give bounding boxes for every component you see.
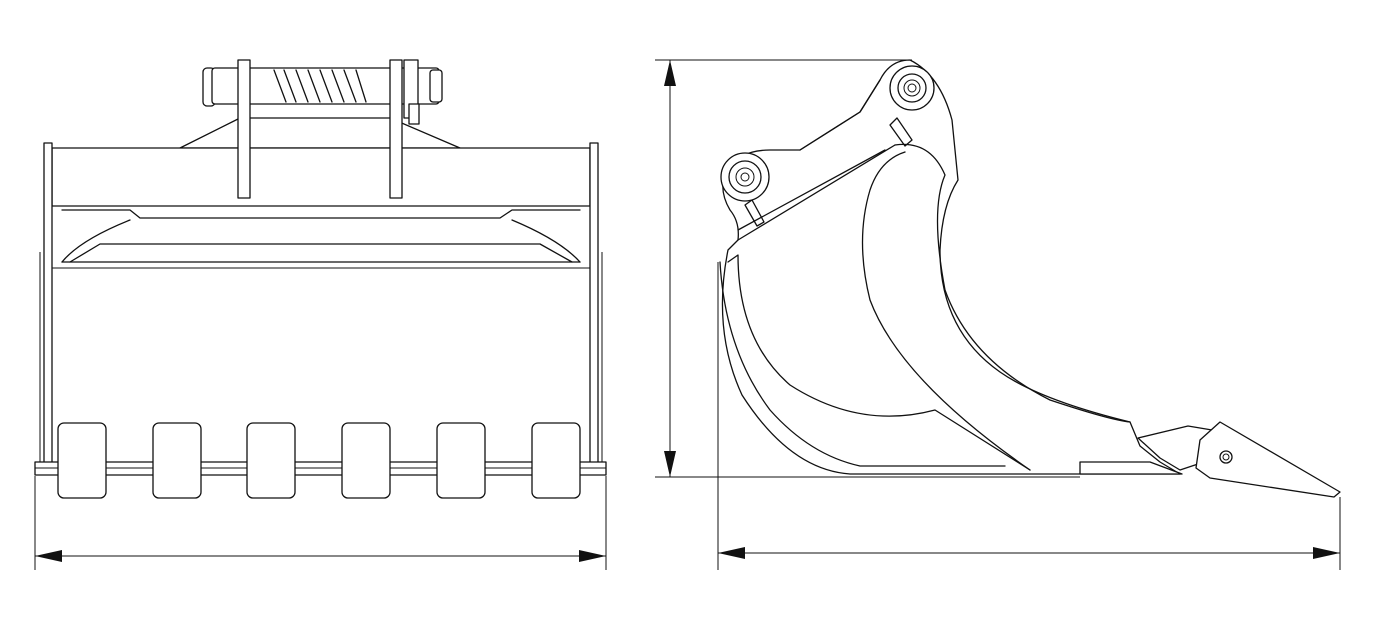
upper-pin-boss xyxy=(889,65,935,111)
right-side-post xyxy=(589,142,599,464)
inner-rib xyxy=(894,143,1131,423)
left-side-post xyxy=(43,142,53,464)
pin-spring-coils xyxy=(273,69,367,103)
left-hanger-ear xyxy=(237,59,251,199)
tooth xyxy=(57,422,107,499)
teeth xyxy=(57,422,581,499)
side-view xyxy=(655,59,1341,570)
top-beam xyxy=(51,147,591,207)
right-hanger-ear xyxy=(389,59,403,199)
hitch-pin xyxy=(202,59,443,125)
bucket-shell xyxy=(52,209,590,269)
tooth xyxy=(152,422,202,499)
tooth xyxy=(246,422,296,499)
width-dimension xyxy=(34,476,607,570)
front-view xyxy=(34,59,607,570)
ripper-tooth xyxy=(1195,421,1341,498)
height-dimension xyxy=(655,59,1080,478)
inner-shell xyxy=(727,254,1031,471)
tooth xyxy=(341,422,391,499)
tooth xyxy=(531,422,581,499)
lower-pin-boss xyxy=(720,152,770,202)
side-cutting-edge xyxy=(1079,461,1183,475)
bucket-side-profile xyxy=(721,59,1181,475)
tooth xyxy=(436,422,486,499)
length-dimension xyxy=(717,262,1341,570)
